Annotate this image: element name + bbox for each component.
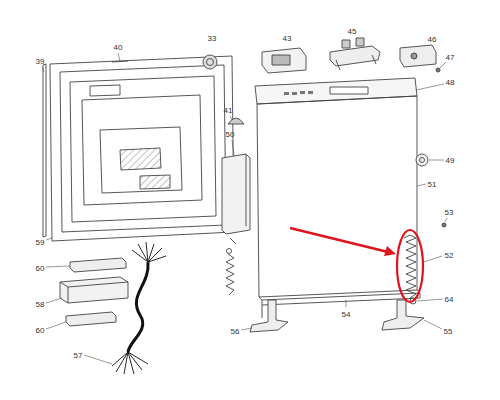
- callout-number: 51: [428, 180, 437, 189]
- pin: [442, 223, 446, 227]
- callout-number: 40: [114, 43, 123, 52]
- hinge: [250, 300, 288, 332]
- outer-door-panel: [257, 96, 417, 297]
- dispenser: [262, 48, 306, 73]
- callout-number: 52: [445, 251, 454, 260]
- callout-number: 58: [36, 300, 45, 309]
- knob: [416, 154, 428, 166]
- callout-number: 60: [36, 326, 45, 335]
- callout-number: 46: [428, 35, 437, 44]
- callout-number: 55: [444, 327, 453, 336]
- callout-number: 45: [348, 27, 357, 36]
- bracket: [70, 258, 126, 272]
- bracket: [66, 312, 116, 326]
- door-rail: [262, 293, 420, 305]
- wire-harness: [112, 242, 166, 374]
- button: [228, 118, 244, 124]
- screw: [436, 68, 440, 72]
- callout-number: 47: [446, 53, 455, 62]
- callout-number: 33: [208, 34, 217, 43]
- hinge: [382, 300, 424, 330]
- callout-number: 41: [224, 106, 233, 115]
- callout-number: 39: [36, 57, 45, 66]
- callout-number: 43: [283, 34, 292, 43]
- callout-number: 53: [445, 208, 454, 217]
- inner-door-frame: [60, 65, 226, 232]
- door-gasket: [43, 64, 46, 237]
- control-module: [400, 45, 436, 67]
- dispenser-cap: [203, 55, 217, 69]
- door-spring: [404, 235, 416, 298]
- inner-door: [50, 56, 234, 241]
- insulation: [222, 154, 250, 234]
- vent-assembly: [60, 277, 128, 303]
- callout-number: 57: [74, 351, 83, 360]
- highlight: [290, 228, 423, 302]
- callout-number: 48: [446, 78, 455, 87]
- callout-number: 54: [342, 310, 351, 319]
- callout-number: 59: [36, 238, 45, 247]
- callout-number: 64: [445, 295, 454, 304]
- callout-number: 56: [231, 327, 240, 336]
- door-spring: [226, 254, 234, 295]
- callout-number: 60: [36, 264, 45, 273]
- callout-number: 49: [446, 156, 455, 165]
- callout-number: 50: [226, 130, 235, 139]
